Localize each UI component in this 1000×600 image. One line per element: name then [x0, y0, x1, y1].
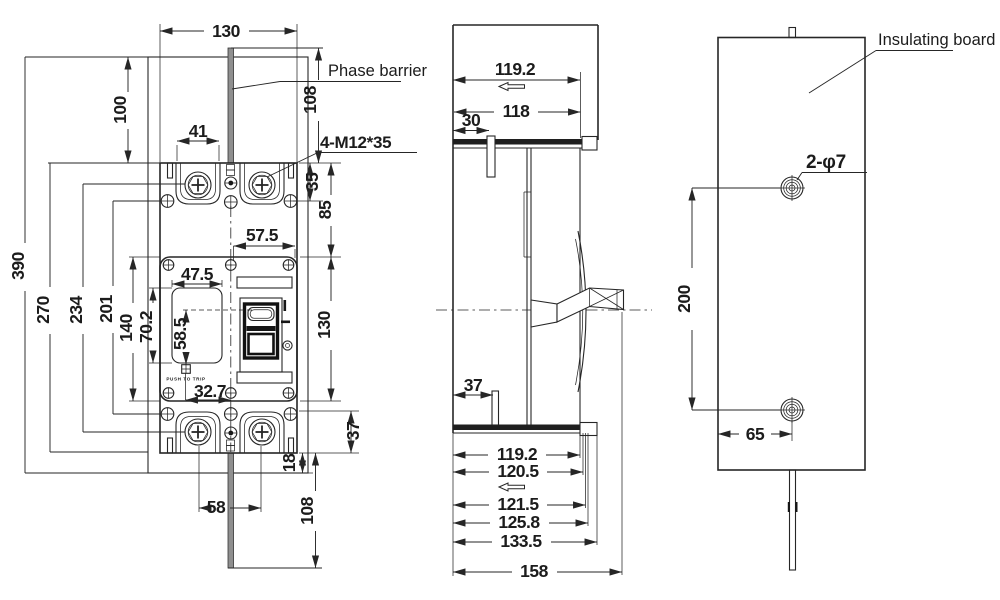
front-view: PUSH TO TRIP 130 — [8, 21, 428, 569]
dim-lug-width: 41 — [189, 121, 208, 141]
dim-terminal-height: 37 — [343, 422, 363, 440]
dim-hole-span: 200 — [674, 284, 694, 312]
dim-trip-offset-x: 32.7 — [194, 381, 226, 401]
dim-overall-height: 390 — [8, 251, 28, 279]
handle-window — [236, 276, 293, 384]
dim-trip-hole-offset: 37 — [464, 375, 482, 395]
off-mark — [281, 320, 290, 324]
nameplate — [171, 287, 223, 364]
dim-terminal-screw-offset: 35 — [302, 172, 322, 191]
reset-button — [282, 340, 293, 351]
terminal-screw — [184, 171, 212, 199]
side-view: 119.2 118 30 37 119.2 120.5 — [436, 24, 652, 581]
trip-hole-tab — [491, 390, 500, 426]
dim-base-height: 270 — [33, 295, 53, 323]
board-dimensions: 200 65 — [674, 187, 793, 444]
dim-nameplate-width: 47.5 — [181, 264, 214, 284]
phase-barrier-label: Phase barrier — [328, 62, 428, 80]
insulating-board-view: 200 65 Insulating board 2-φ7 — [674, 26, 995, 571]
mount-hole-bottom — [778, 396, 806, 424]
dim-cover-height: 140 — [116, 313, 136, 341]
dim-handle-width: 57.5 — [246, 225, 279, 245]
dim-overall-width: 130 — [212, 21, 240, 41]
hole-spec-label: 2-φ7 — [806, 152, 846, 173]
dim-depth-b: 120.5 — [497, 461, 539, 481]
dim-depth-handle-face: 119.2 — [495, 59, 536, 79]
insulating-board-outline — [717, 36, 866, 471]
terminal-hole-tab — [486, 135, 496, 178]
dim-mount-hole-span: 201 — [96, 294, 116, 322]
dim-hole-offset-x: 65 — [746, 424, 765, 444]
dim-board-below: 18 — [279, 453, 299, 472]
terminal-screw — [248, 171, 276, 199]
front-labels: Phase barrier 4-M12*35 — [231, 62, 428, 178]
board-top-tab — [788, 26, 797, 39]
dim-nameplate-height: 70.2 — [136, 310, 156, 343]
dim-barrier-above: 108 — [300, 85, 320, 113]
dim-screw-span: 234 — [66, 295, 86, 323]
dim-depth-c: 121.5 — [497, 494, 539, 514]
side-handle — [530, 287, 625, 328]
on-mark — [283, 300, 287, 311]
insulating-board-label: Insulating board — [878, 31, 995, 49]
dim-depth-e: 133.5 — [500, 531, 542, 551]
mount-direction-arrow-bottom — [497, 482, 525, 492]
dim-depth-a: 119.2 — [497, 444, 538, 464]
dim-depth-d: 125.8 — [498, 512, 540, 532]
phase-barrier-bottom-strip — [227, 452, 234, 569]
side-dimensions: 119.2 118 30 37 119.2 120.5 — [452, 59, 623, 581]
side-top-band — [453, 139, 597, 145]
phase-barrier-top-strip — [227, 47, 234, 164]
bottom-terminal-lugs — [160, 407, 298, 454]
push-to-trip: PUSH TO TRIP — [166, 364, 205, 382]
mount-hole-top — [778, 174, 806, 202]
top-terminal-lugs — [160, 162, 298, 209]
dim-depth-cover: 118 — [503, 101, 530, 121]
dim-trip-offset-y: 58.5 — [170, 317, 190, 350]
dim-terminal-hole-offset: 30 — [462, 110, 481, 130]
dim-cover-offset: 85 — [315, 200, 335, 219]
dim-overall-depth: 158 — [520, 561, 548, 581]
bolt-spec-label: 4-M12*35 — [320, 133, 391, 152]
dim-board-above: 100 — [110, 95, 130, 123]
dim-cover-window-height: 130 — [314, 310, 334, 338]
mount-direction-arrow-top — [497, 81, 525, 92]
dim-barrier-below: 108 — [297, 496, 317, 524]
front-dimensions: 130 100 108 41 35 — [8, 21, 363, 569]
dim-terminal-pitch: 58 — [207, 497, 226, 517]
board-labels: Insulating board 2-φ7 — [796, 31, 995, 181]
side-bottom-band — [453, 424, 597, 430]
board-bottom-strip — [788, 469, 797, 571]
